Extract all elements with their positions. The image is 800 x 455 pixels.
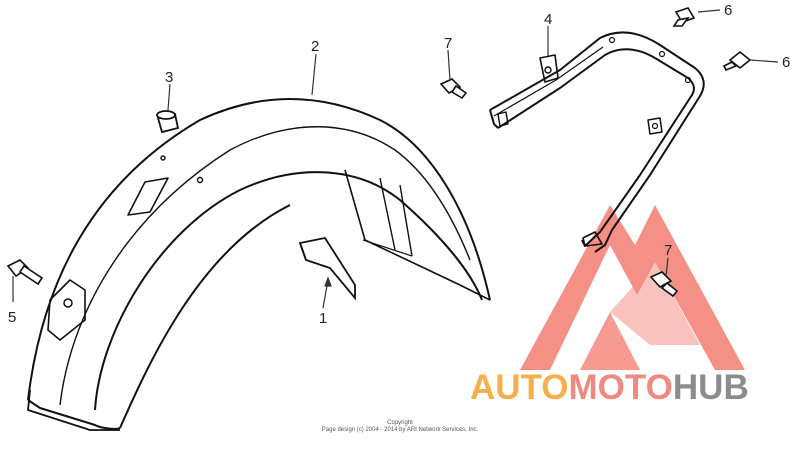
callout-7b: 7 [664, 242, 672, 259]
rear-fender [27, 98, 491, 431]
callout-3: 3 [165, 69, 173, 86]
rubber-plug [156, 110, 180, 134]
callout-6b: 6 [782, 54, 790, 71]
bolt-5 [6, 259, 44, 286]
brand-hub: HUB [672, 368, 749, 407]
watermark-brand: AUTOMOTOHUB [470, 368, 749, 408]
copyright-notice: Page design (c) 2004 - 2014 by ARI Netwo… [321, 427, 479, 433]
brand-auto: AUTO [470, 368, 569, 407]
callout-7a: 7 [444, 35, 452, 52]
callout-4: 4 [544, 11, 552, 28]
watermark-logo-icon [520, 205, 745, 370]
bolt-7a [439, 78, 468, 100]
callout-1: 1 [319, 310, 327, 327]
bolt-6a [672, 7, 696, 27]
bolt-6b [722, 50, 752, 72]
bolt-7b [649, 271, 679, 298]
rear-grab-rail [489, 31, 705, 253]
copyright-title: Copyright [387, 420, 413, 426]
callout-6a: 6 [724, 2, 732, 19]
callout-5: 5 [8, 309, 16, 326]
leader-lines [12, 9, 779, 309]
brand-moto: MOTO [568, 368, 673, 407]
callout-2: 2 [311, 38, 319, 55]
mud-guard-plate [298, 236, 356, 301]
callout-labels: 1 2 3 4 5 6 6 7 7 [8, 2, 790, 327]
